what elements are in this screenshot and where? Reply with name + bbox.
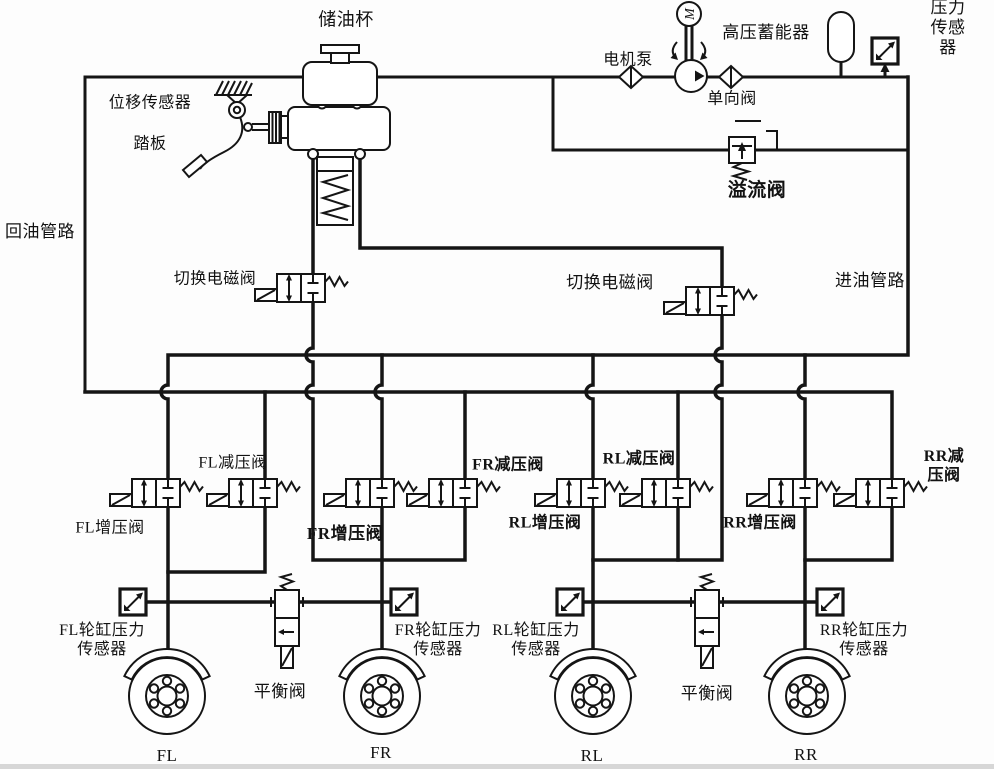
label-pedal: 踏板 xyxy=(133,135,167,153)
fl-wheel-pressure-sensor-icon xyxy=(118,587,148,617)
balance-valve-2 xyxy=(687,573,727,669)
rl-decrease-valve xyxy=(619,478,714,508)
switch-solenoid-valve-2 xyxy=(663,286,758,316)
label-inlet-line: 进油管路 xyxy=(835,270,905,290)
pipe-network xyxy=(83,24,910,652)
label-rr-wheel-sensor: RR轮缸压力 传感器 xyxy=(819,622,909,658)
supply-pressure-sensor xyxy=(870,36,900,72)
label-wheel-rl: RL xyxy=(580,745,604,765)
rr-wheel-pressure-sensor-icon xyxy=(815,587,845,617)
label-rl-wheel-sensor: RL轮缸压力 传感器 xyxy=(492,622,580,658)
check-valve-right-icon xyxy=(718,65,744,89)
label-rr-decrease-valve: RR减压阀 xyxy=(923,448,965,484)
fl-increase-valve xyxy=(109,478,204,508)
pedal-pad xyxy=(181,153,209,179)
pedal-simulator-spring xyxy=(316,156,354,226)
label-switch-valve-1: 切换电磁阀 xyxy=(173,270,257,288)
wheel-rr xyxy=(763,647,851,735)
balance-valve-1 xyxy=(267,573,307,669)
scan-edge-artifact xyxy=(0,764,994,769)
label-fr-wheel-sensor: FR轮缸压力 传感器 xyxy=(394,622,482,658)
oil-reservoir xyxy=(302,44,378,110)
label-fl-decrease-valve: FL减压阀 xyxy=(198,454,268,472)
label-wheel-fr: FR xyxy=(370,742,392,762)
rr-increase-valve xyxy=(746,478,841,508)
fl-decrease-valve xyxy=(206,478,301,508)
wheel-rl xyxy=(549,647,637,735)
motor-pump: M xyxy=(670,1,708,93)
label-motor-pump: 电机泵 xyxy=(603,51,653,69)
label-return-line: 回油管路 xyxy=(5,221,75,241)
rr-decrease-valve xyxy=(833,478,928,508)
fr-increase-valve xyxy=(323,478,418,508)
label-rr-increase-valve: RR增压阀 xyxy=(723,514,797,532)
fr-wheel-pressure-sensor-icon xyxy=(389,587,419,617)
fr-decrease-valve xyxy=(406,478,501,508)
accumulator xyxy=(827,11,855,63)
label-balance-valve-1: 平衡阀 xyxy=(253,681,307,701)
label-fl-increase-valve: FL增压阀 xyxy=(75,519,145,537)
label-displacement-sensor: 位移传感器 xyxy=(108,94,192,112)
label-fr-increase-valve: FR增压阀 xyxy=(306,523,384,543)
relief-valve xyxy=(728,120,778,181)
master-cylinder xyxy=(287,106,391,226)
label-relief-valve: 溢流阀 xyxy=(727,179,787,201)
label-pressure-sensor: 压力传感器 xyxy=(930,0,966,58)
wheel-fr xyxy=(338,647,426,735)
label-accumulator: 高压蓄能器 xyxy=(722,22,810,42)
label-rl-increase-valve: RL增压阀 xyxy=(508,514,582,532)
label-switch-valve-2: 切换电磁阀 xyxy=(566,272,654,292)
rl-increase-valve xyxy=(534,478,629,508)
label-fl-wheel-sensor: FL轮缸压力 传感器 xyxy=(59,622,145,658)
label-balance-valve-2: 平衡阀 xyxy=(680,683,734,703)
label-wheel-fl: FL xyxy=(156,745,178,765)
rl-wheel-pressure-sensor-icon xyxy=(555,587,585,617)
label-check-valve: 单向阀 xyxy=(707,90,757,108)
label-wheel-rr: RR xyxy=(794,744,818,764)
motor-letter: M xyxy=(683,7,698,21)
switch-solenoid-valve-1 xyxy=(254,273,349,303)
pedal-assembly xyxy=(181,80,291,179)
label-rl-decrease-valve: RL减压阀 xyxy=(602,450,676,468)
label-fr-decrease-valve: FR减压阀 xyxy=(472,456,544,474)
wheel-fl xyxy=(123,647,211,735)
label-reservoir: 储油杯 xyxy=(318,9,374,30)
